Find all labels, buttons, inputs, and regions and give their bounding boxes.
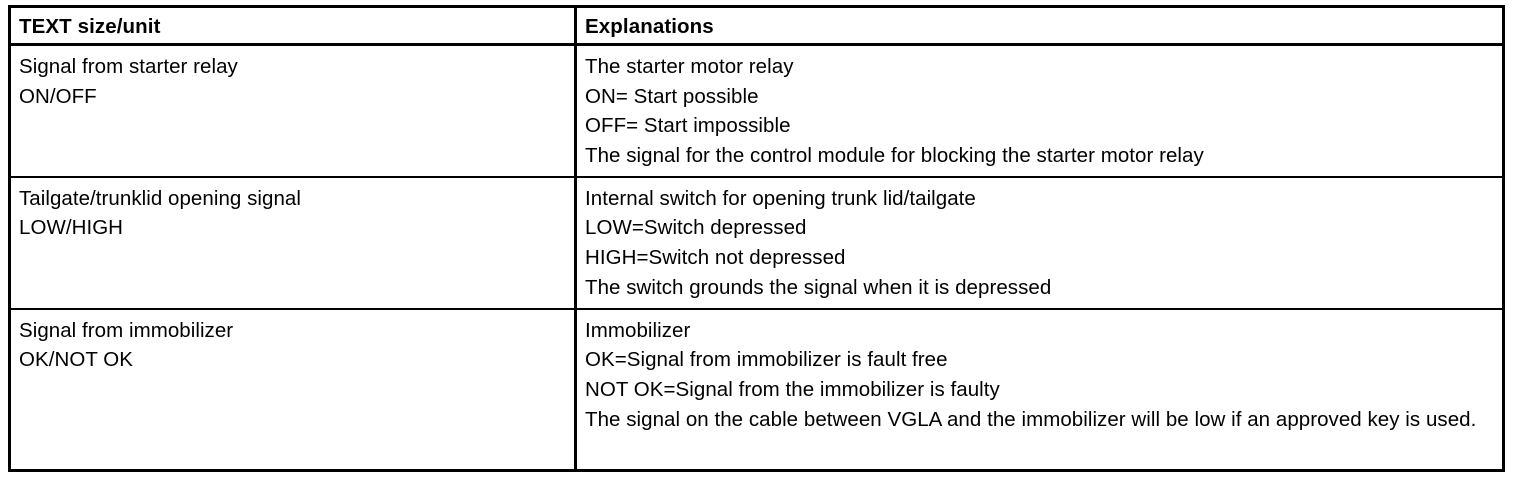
explanation-lines: The starter motor relay ON= Start possib… [585,52,1502,171]
text-unit-line: Tailgate/trunklid opening signal [19,186,301,210]
explanation-line: The signal on the cable between VGLA and… [585,407,1477,431]
table-row: Signal from starter relay ON/OFF The sta… [9,44,1504,177]
text-unit-line: Signal from immobilizer [19,318,234,342]
cell-text-size-unit: Tailgate/trunklid opening signal LOW/HIG… [9,175,577,309]
table-row: Tailgate/trunklid opening signal LOW/HIG… [9,175,1504,309]
table-row: Signal from immobilizer OK/NOT OK Immobi… [9,307,1504,471]
cell-explanation: Internal switch for opening trunk lid/ta… [575,175,1504,309]
column-header-explanations: Explanations [575,6,1504,46]
cell-text-size-unit: Signal from immobilizer OK/NOT OK [9,307,577,471]
explanation-lines: Internal switch for opening trunk lid/ta… [585,184,1502,303]
text-unit-line: Signal from starter relay [19,55,238,78]
table-header-row: TEXT size/unit Explanations [9,6,1504,46]
column-header-text-size-unit: TEXT size/unit [9,6,577,46]
explanation-line: ON= Start possible [585,84,759,108]
explanation-line: Internal switch for opening trunk lid/ta… [585,186,976,210]
text-unit-line: ON/OFF [19,84,97,108]
signal-explanations-table: TEXT size/unit Explanations Signal from … [8,5,1505,472]
text-unit-lines: Signal from starter relay ON/OFF [19,52,574,111]
explanation-line: NOT OK=Signal from the immobilizer is fa… [585,377,1000,401]
explanation-line: The starter motor relay [585,55,794,78]
explanation-line: OFF= Start impossible [585,114,791,138]
explanation-line: OK=Signal from immobilizer is fault free [585,348,948,372]
explanation-line: HIGH=Switch not depressed [585,245,846,269]
text-unit-lines: Signal from immobilizer OK/NOT OK [19,316,574,375]
explanation-line: Immobilizer [585,318,691,342]
explanation-lines: Immobilizer OK=Signal from immobilizer i… [585,316,1502,435]
cell-explanation: Immobilizer OK=Signal from immobilizer i… [575,307,1504,471]
explanation-line: The signal for the control module for bl… [585,144,1204,168]
cell-text-size-unit: Signal from starter relay ON/OFF [9,44,577,177]
explanation-line: The switch grounds the signal when it is… [585,275,1052,299]
explanation-line: LOW=Switch depressed [585,216,807,240]
cell-explanation: The starter motor relay ON= Start possib… [575,44,1504,177]
text-unit-lines: Tailgate/trunklid opening signal LOW/HIG… [19,184,574,243]
text-unit-line: LOW/HIGH [19,216,124,240]
text-unit-line: OK/NOT OK [19,348,133,372]
